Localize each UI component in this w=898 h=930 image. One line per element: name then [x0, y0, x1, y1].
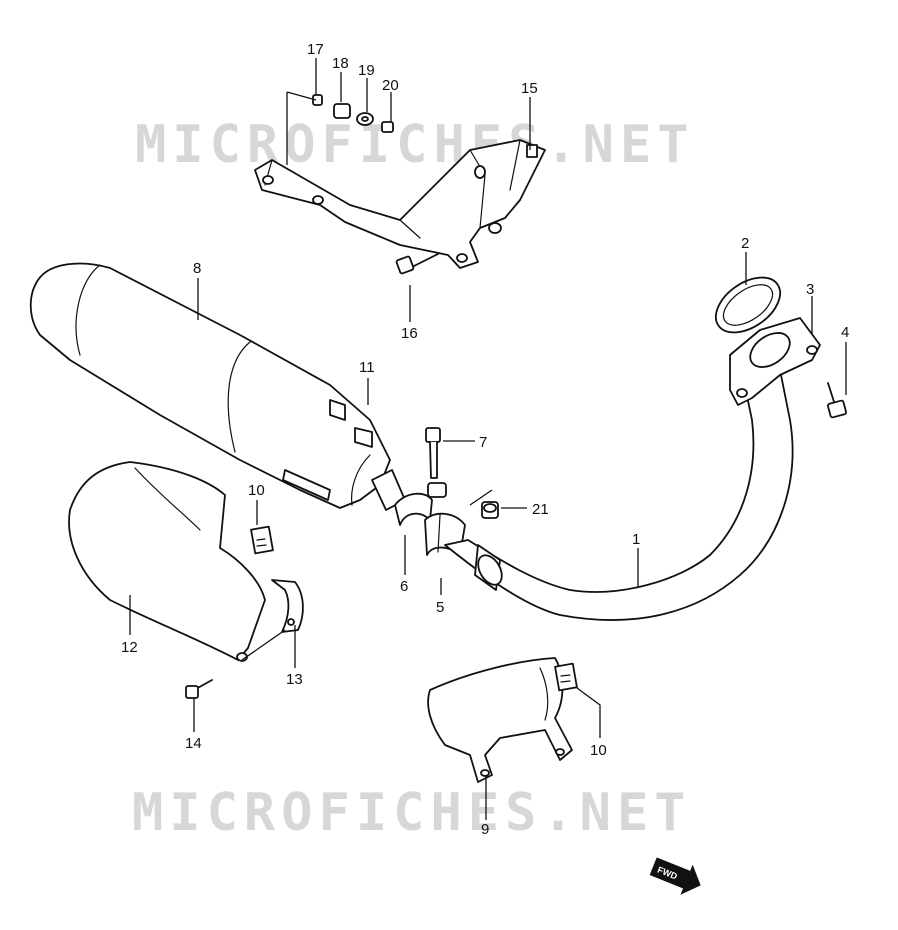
callout-2: 2 — [741, 235, 749, 252]
label-10-left — [250, 525, 274, 555]
callout-8: 8 — [193, 260, 201, 277]
callout-19: 19 — [358, 62, 375, 79]
callout-4: 4 — [841, 324, 849, 341]
watermark-bottom: MICROFICHES.NET — [132, 783, 692, 843]
callout-7: 7 — [479, 434, 487, 451]
callout-10-right: 10 — [590, 742, 607, 759]
bolt-16 — [395, 253, 439, 275]
callout-17: 17 — [307, 41, 324, 58]
label-10-right — [554, 662, 578, 692]
callout-3: 3 — [806, 281, 814, 298]
washer-19 — [356, 112, 374, 126]
callout-5: 5 — [436, 599, 444, 616]
callouts: 1 2 3 4 5 6 7 8 9 10 10 11 12 13 14 15 1… — [121, 41, 849, 838]
callout-14: 14 — [185, 735, 202, 752]
gasket-2 — [715, 276, 781, 334]
heat-shield-12 — [68, 461, 266, 662]
callout-1: 1 — [632, 531, 640, 548]
callout-20: 20 — [382, 77, 399, 94]
callout-13: 13 — [286, 671, 303, 688]
bolt-14 — [185, 679, 213, 699]
callout-10-left: 10 — [248, 482, 265, 499]
nut-18 — [333, 103, 351, 119]
bolt-7 — [425, 427, 447, 498]
callout-18: 18 — [332, 55, 349, 72]
callout-21: 21 — [532, 501, 549, 518]
footrest-bracket — [254, 139, 546, 269]
leader-lines — [129, 58, 847, 820]
watermark-top: MICROFICHES.NET — [135, 115, 695, 175]
nut-20 — [381, 121, 394, 133]
heat-shield-9 — [427, 657, 573, 783]
callout-16: 16 — [401, 325, 418, 342]
bolt-17 — [312, 94, 323, 106]
bracket-13 — [271, 579, 304, 633]
callout-12: 12 — [121, 639, 138, 656]
callout-15: 15 — [521, 80, 538, 97]
callout-9: 9 — [481, 821, 489, 838]
muffler — [29, 262, 406, 511]
fwd-arrow-icon: FWD — [649, 857, 701, 895]
callout-6: 6 — [400, 578, 408, 595]
nut-21 — [481, 501, 499, 519]
callout-11: 11 — [359, 359, 375, 376]
bolt-4 — [827, 382, 847, 419]
flange-3 — [729, 317, 821, 406]
